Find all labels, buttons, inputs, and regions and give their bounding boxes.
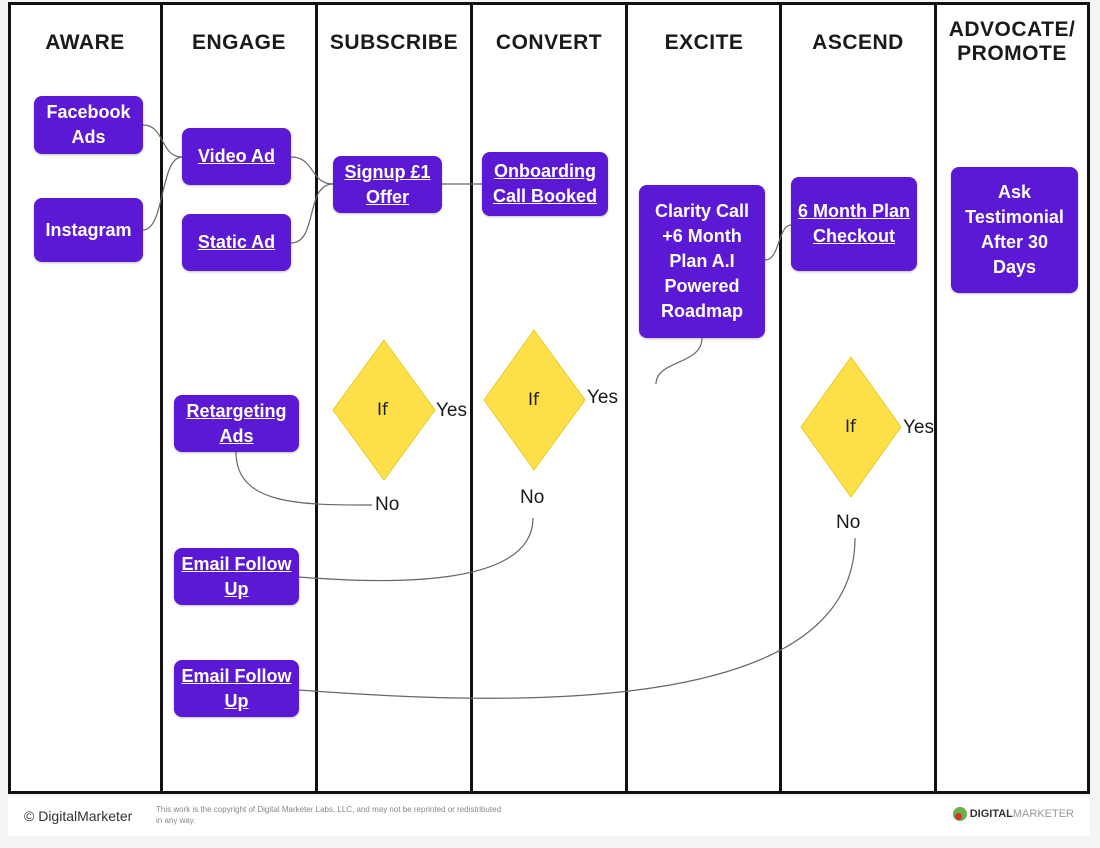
footer: © DigitalMarketer This work is the copyr… bbox=[8, 796, 1090, 836]
column-title-ascend: ASCEND bbox=[812, 31, 904, 54]
decision-no-ascend: No bbox=[836, 512, 861, 533]
decision-yes-ascend: Yes bbox=[903, 417, 934, 438]
column-divider bbox=[160, 2, 163, 794]
column-title-engage: ENGAGE bbox=[191, 31, 286, 54]
connector-convert-no-email bbox=[298, 517, 534, 582]
decision-diamond-convert bbox=[483, 329, 586, 471]
decision-label-subscribe: If bbox=[377, 400, 388, 420]
node-static-ad[interactable]: Static Ad bbox=[182, 214, 291, 271]
logo-light: MARKETER bbox=[1012, 808, 1074, 820]
logo-mark-icon bbox=[952, 807, 967, 821]
connector-clarity-tail bbox=[655, 337, 703, 385]
column-title-advocate-promote: ADVOCATE/ PROMOTE bbox=[948, 18, 1076, 65]
column-divider bbox=[315, 2, 318, 794]
column-title-convert: CONVERT bbox=[495, 31, 603, 54]
connector-video-signup bbox=[290, 156, 334, 185]
connector-instagram-video bbox=[142, 156, 183, 231]
footer-brand: © DigitalMarketer bbox=[24, 808, 133, 824]
connector-ascend-no-email bbox=[298, 537, 856, 699]
decision-no-convert: No bbox=[520, 487, 545, 508]
decision-diamond-subscribe bbox=[332, 339, 436, 481]
node-video-ad[interactable]: Video Ad bbox=[182, 128, 291, 185]
node-email-follow-up-2[interactable]: Email Follow Up bbox=[174, 660, 299, 717]
node-facebook-ads[interactable]: Facebook Ads bbox=[34, 96, 143, 154]
node-onboarding-call-booked[interactable]: Onboarding Call Booked bbox=[482, 152, 608, 216]
node-email-follow-up-1[interactable]: Email Follow Up bbox=[174, 548, 299, 605]
connector-static-signup bbox=[290, 183, 334, 244]
node-retargeting-ads[interactable]: Retargeting Ads bbox=[174, 395, 299, 452]
decision-yes-subscribe: Yes bbox=[436, 400, 467, 421]
node-plan-checkout[interactable]: 6 Month Plan Checkout bbox=[791, 177, 917, 271]
node-instagram[interactable]: Instagram bbox=[34, 198, 143, 262]
connector-retargeting-no bbox=[235, 451, 373, 506]
column-divider bbox=[470, 2, 473, 794]
footer-copyright: This work is the copyright of Digital Ma… bbox=[156, 805, 502, 825]
logo-bold: DIGITAL bbox=[969, 808, 1013, 820]
node-ask-testimonial[interactable]: Ask Testimonial After 30 Days bbox=[951, 167, 1078, 293]
decision-no-subscribe: No bbox=[375, 494, 400, 515]
decision-label-convert: If bbox=[528, 390, 539, 410]
node-signup-offer[interactable]: Signup £1 Offer bbox=[333, 156, 442, 213]
column-divider bbox=[625, 2, 628, 794]
connector-clarity-checkout bbox=[764, 224, 792, 261]
column-title-subscribe: SUBSCRIBE bbox=[329, 31, 459, 54]
decision-label-ascend: If bbox=[845, 417, 856, 437]
column-divider bbox=[779, 2, 782, 794]
column-title-aware: AWARE bbox=[45, 31, 125, 54]
column-divider bbox=[934, 2, 937, 794]
column-title-excite: EXCITE bbox=[664, 31, 744, 54]
decision-yes-convert: Yes bbox=[587, 387, 618, 408]
connector-facebook-video bbox=[142, 124, 183, 158]
node-clarity-call[interactable]: Clarity Call +6 Month Plan A.I Powered R… bbox=[639, 185, 765, 338]
decision-diamond-ascend bbox=[800, 356, 902, 498]
